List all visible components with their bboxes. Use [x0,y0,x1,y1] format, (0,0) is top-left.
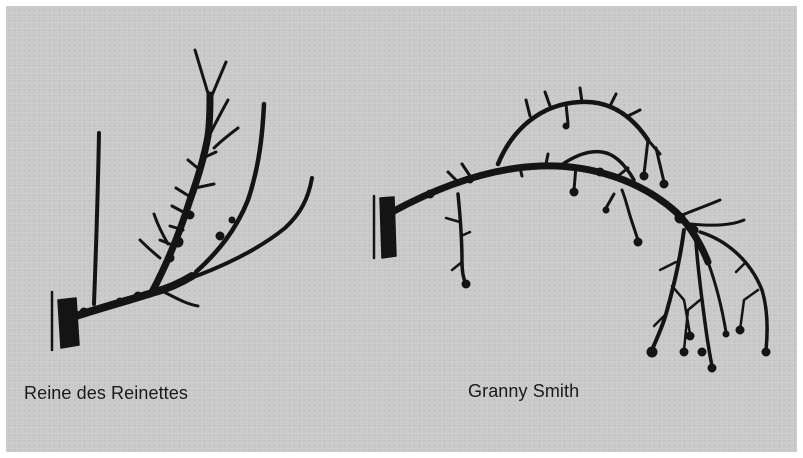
reine-des-reinettes-caption: Reine des Reinettes [24,383,188,404]
reine-fork-left [195,50,210,100]
granny-trunk [380,197,396,258]
granny-upper-arch [498,102,648,164]
granny-smith-branch [374,88,770,372]
reine-trunk [58,298,79,348]
granny-leader [392,166,708,262]
reine-fork-right [210,62,226,100]
granny-smith-caption: Granny Smith [468,381,579,402]
reine-central-shoot [152,95,210,292]
reine-des-reinettes-branch [52,50,312,350]
reine-whip [94,133,99,304]
